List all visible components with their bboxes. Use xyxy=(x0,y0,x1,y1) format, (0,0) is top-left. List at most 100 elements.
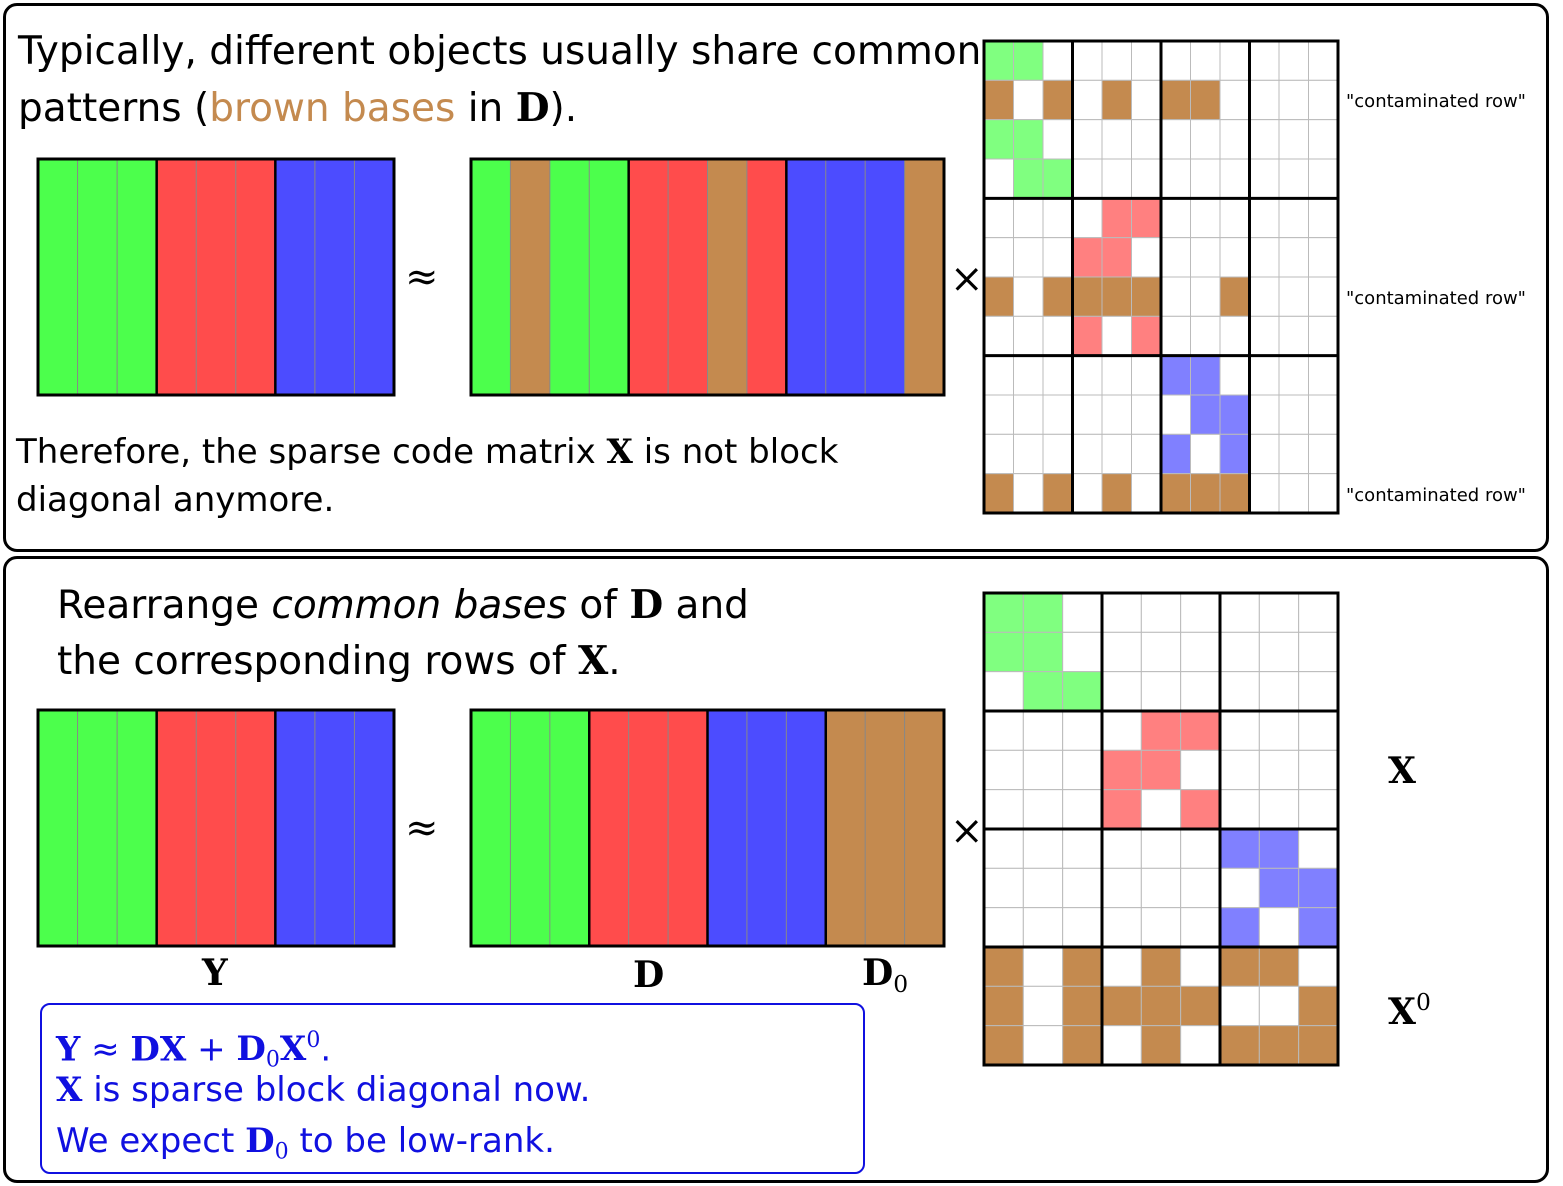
code-cell xyxy=(1308,197,1339,239)
label-X: X xyxy=(1388,750,1416,792)
code-cell xyxy=(1160,197,1191,239)
common-bases-text: common bases xyxy=(271,583,567,628)
matrix-D-bottom xyxy=(469,708,946,948)
code-cell xyxy=(1140,789,1182,830)
code-cell xyxy=(1101,315,1132,357)
basis-column xyxy=(354,159,394,395)
label-D0-base: D xyxy=(862,952,894,994)
code-cell xyxy=(1180,946,1221,987)
code-cell xyxy=(1298,867,1339,909)
code-cell xyxy=(1219,710,1260,751)
code-cell xyxy=(1258,828,1300,869)
code-cell xyxy=(1022,631,1064,673)
code-cell xyxy=(1160,394,1191,435)
code-cell xyxy=(1101,473,1132,514)
label-D0-subscript: 0 xyxy=(893,970,909,999)
basis-column xyxy=(589,710,629,946)
contaminated-row-label-1: "contaminated row" xyxy=(1346,91,1526,112)
code-cell xyxy=(1101,79,1132,121)
basis-column xyxy=(904,710,944,946)
code-cell xyxy=(1258,710,1300,751)
code-cell xyxy=(1131,315,1162,357)
code-cell xyxy=(1258,1025,1300,1066)
code-cell xyxy=(1101,276,1132,317)
code-cell xyxy=(1042,237,1073,278)
code-cell xyxy=(1308,433,1339,475)
code-cell xyxy=(1022,946,1064,987)
code-cell xyxy=(1140,867,1182,909)
rearrange-line-2: the corresponding rows of X. xyxy=(57,633,621,690)
code-cell xyxy=(1298,946,1339,987)
code-cell xyxy=(1219,40,1250,81)
basis-column xyxy=(668,159,708,395)
code-cell xyxy=(1160,158,1191,199)
basis-column xyxy=(549,159,590,395)
basis-column xyxy=(510,710,550,946)
summary-line-3-text-a: We expect xyxy=(56,1121,246,1161)
basis-column xyxy=(77,159,118,395)
code-cell xyxy=(1101,237,1132,278)
intro-text-b: in xyxy=(455,86,516,131)
code-cell xyxy=(1042,158,1073,199)
code-cell xyxy=(1190,119,1221,160)
basis-column xyxy=(314,710,355,946)
code-cell xyxy=(1190,433,1221,475)
code-cell xyxy=(1013,197,1044,239)
code-cell xyxy=(1258,907,1300,948)
code-cell xyxy=(1101,355,1132,396)
basis-column xyxy=(471,159,511,395)
basis-column xyxy=(589,159,629,395)
brown-bases-text: brown bases xyxy=(209,86,456,131)
code-cell xyxy=(1219,119,1250,160)
code-cell xyxy=(1190,158,1221,199)
code-cell xyxy=(1013,394,1044,435)
code-cell xyxy=(1013,276,1044,317)
basis-column xyxy=(117,710,157,946)
symbol-D: D xyxy=(629,582,664,628)
eq-approx: ≈ xyxy=(80,1029,131,1070)
code-cell xyxy=(1219,749,1260,791)
code-cell xyxy=(1013,40,1044,81)
code-cell xyxy=(1022,789,1064,830)
symbol-X: X xyxy=(577,638,609,684)
code-cell xyxy=(1160,119,1191,160)
code-cell xyxy=(1042,394,1073,435)
code-cell xyxy=(983,592,1024,633)
code-cell xyxy=(983,985,1024,1027)
code-cell xyxy=(1022,867,1064,909)
basis-column xyxy=(786,710,826,946)
code-cell xyxy=(1160,237,1191,278)
code-cell xyxy=(1298,592,1339,633)
code-cell xyxy=(1013,158,1044,199)
code-cell xyxy=(1298,710,1339,751)
code-cell xyxy=(1219,671,1260,712)
code-cell xyxy=(1219,828,1260,869)
code-cell xyxy=(1249,79,1280,121)
code-cell xyxy=(1140,749,1182,791)
code-cell xyxy=(1140,907,1182,948)
label-X0-base: X xyxy=(1388,991,1416,1034)
code-cell xyxy=(1140,946,1182,987)
code-cell xyxy=(1160,40,1191,81)
eq-D0: D0 xyxy=(236,1029,280,1073)
times-symbol-bottom: × xyxy=(950,808,984,854)
rearrange-line2-text-b: . xyxy=(608,639,621,684)
code-cell xyxy=(1278,158,1309,199)
summary-line-2-text: is sparse block diagonal now. xyxy=(82,1070,591,1110)
code-cell xyxy=(1101,1025,1142,1066)
code-cell xyxy=(1219,631,1260,673)
label-X0: X0 xyxy=(1388,988,1431,1033)
code-cell xyxy=(1101,907,1142,948)
code-cell xyxy=(983,237,1014,278)
basis-column xyxy=(235,710,276,946)
code-cell xyxy=(1013,237,1044,278)
code-cell xyxy=(983,79,1014,121)
code-cell xyxy=(1219,158,1250,199)
code-cell xyxy=(1101,158,1132,199)
code-cell xyxy=(1298,907,1339,948)
basis-column xyxy=(117,159,157,395)
code-cell xyxy=(1072,237,1103,278)
basis-column xyxy=(668,710,708,946)
rearrange-text-c: and xyxy=(663,583,749,628)
code-cell xyxy=(1160,79,1191,121)
